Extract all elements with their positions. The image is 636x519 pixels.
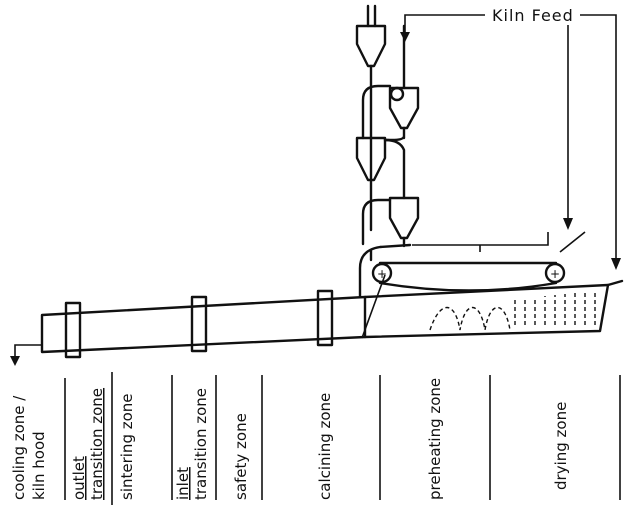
- zone-label-drying: drying zone: [552, 402, 570, 490]
- svg-text:outlet: outlet: [70, 456, 88, 500]
- svg-text:safety zone: safety zone: [232, 413, 250, 500]
- svg-text:calcining zone: calcining zone: [316, 393, 334, 500]
- feed-chute: [559, 231, 586, 253]
- svg-text:drying zone: drying zone: [552, 402, 570, 490]
- zone-label-cooling: cooling zone / kiln hood: [10, 395, 48, 500]
- riding-ring-2: [190, 295, 208, 353]
- riding-ring-3: [316, 289, 334, 347]
- zone-label-sintering: sintering zone: [118, 393, 136, 500]
- riser-duct-f: [383, 138, 406, 200]
- svg-text:kiln hood: kiln hood: [30, 431, 48, 500]
- grate-housing: [358, 243, 412, 298]
- cyclone-1: [355, 24, 387, 68]
- zone-label-outlet-transition: outlet transition zone: [70, 388, 106, 500]
- cyclone-4: [388, 196, 420, 240]
- cyclone-fan-icon: [389, 86, 405, 102]
- cyclone-2: [388, 86, 420, 130]
- kiln-feed-lines: [400, 14, 621, 270]
- grate-preheater: + +: [358, 231, 624, 339]
- kiln-feed-label: Kiln Feed: [492, 6, 574, 25]
- cyclone-tower: [355, 4, 420, 262]
- svg-text:preheating zone: preheating zone: [426, 378, 444, 500]
- riding-ring-1: [64, 301, 82, 359]
- conveyor-pulley-right-icon: [544, 262, 566, 284]
- kiln-tube-outline: [40, 295, 367, 354]
- zone-label-safety: safety zone: [232, 413, 250, 500]
- zone-label-calcining: calcining zone: [316, 393, 334, 500]
- riser-duct-b: [361, 84, 392, 140]
- grate-hood: [412, 232, 549, 252]
- rotary-kiln: [40, 289, 367, 359]
- cyclone-3: [355, 136, 387, 182]
- feed-line-to-grate: [580, 14, 617, 262]
- gas-flow-loops: [429, 307, 511, 331]
- zone-label-inlet-transition: inlet transition zone: [174, 388, 210, 500]
- svg-text:transition zone: transition zone: [88, 388, 106, 500]
- drying-hatch: [514, 291, 596, 325]
- svg-text:sintering zone: sintering zone: [118, 393, 136, 500]
- zone-dividers: [64, 372, 621, 505]
- riser-duct-c: [383, 126, 406, 142]
- svg-text:inlet: inlet: [174, 467, 192, 500]
- conveyor-belt: [378, 261, 558, 292]
- zone-labels: cooling zone / kiln hood outlet transiti…: [10, 378, 570, 500]
- zone-label-preheating: preheating zone: [426, 378, 444, 500]
- discharge-arrow: [10, 344, 42, 366]
- kiln-inlet-seal: [361, 274, 386, 339]
- feed-line-to-tower: [404, 14, 485, 34]
- pulley-plus-right: +: [550, 267, 560, 281]
- pulley-plus-left: +: [377, 267, 387, 281]
- riser-duct-d: [361, 198, 392, 246]
- svg-text:transition zone: transition zone: [192, 388, 210, 500]
- grate-bottom: [363, 279, 624, 339]
- svg-text:cooling zone /: cooling zone /: [10, 395, 28, 500]
